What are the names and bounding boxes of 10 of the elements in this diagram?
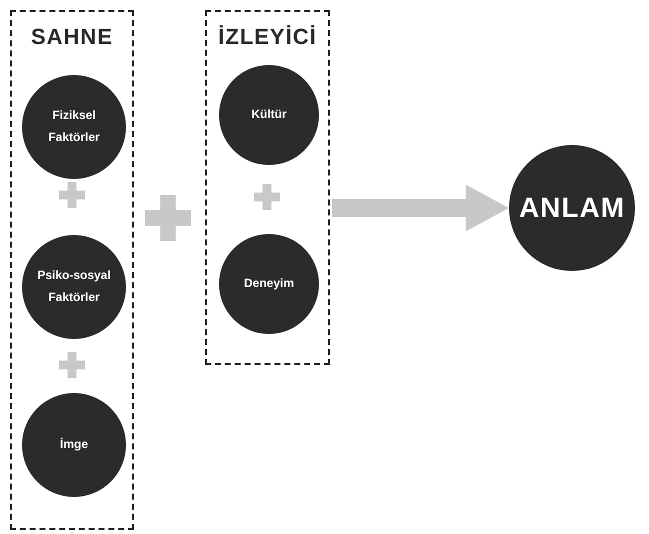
group-heading: İZLEYİCİ (218, 24, 317, 50)
dashed-group-frame (205, 10, 330, 365)
dashed-group-frame (10, 10, 134, 530)
circle-label: Fiziksel Faktörler (47, 107, 101, 146)
circle-label: ANLAM (518, 190, 626, 225)
circle-label: Kültür (251, 106, 287, 124)
circle-label: İmge (60, 436, 88, 454)
circle-label: Psiko-sosyal Faktörler (36, 267, 112, 306)
circle-label: Deneyim (244, 275, 294, 292)
group-heading: SAHNE (30, 24, 113, 50)
